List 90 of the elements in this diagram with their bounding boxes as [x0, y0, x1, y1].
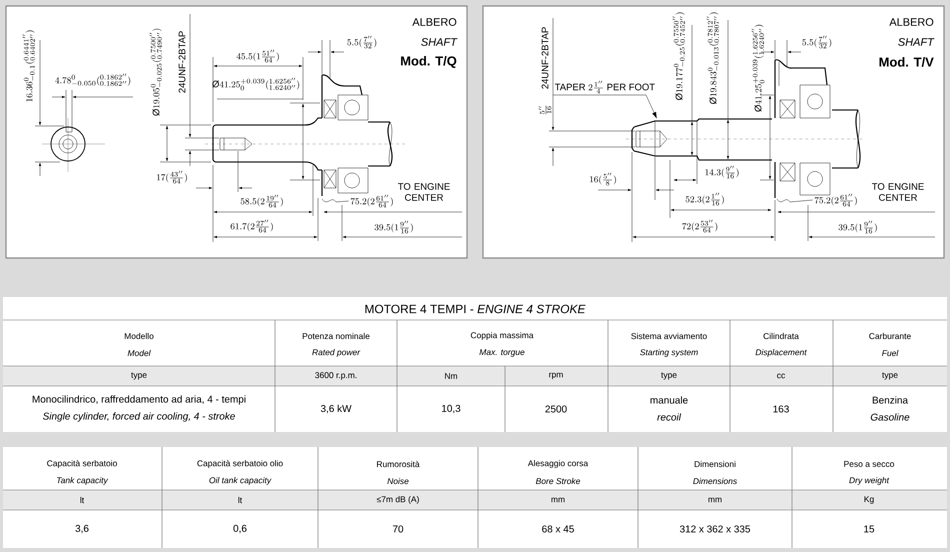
- table-value: 15: [864, 526, 874, 532]
- table-value: Benzina: [872, 396, 908, 404]
- dimension-label: $75.2(2\frac{61''}{64})$: [814, 194, 857, 206]
- table-header: Noise: [387, 478, 408, 484]
- table-header: Rated power: [312, 349, 360, 357]
- dimension-label: $75.2(2\frac{61''}{64})$: [350, 194, 393, 208]
- dimension-label: $\mbox{Ø}41.25^{+0.039}_{0}(^{1.6256''}_{1.6240''})$: [212, 78, 300, 90]
- table-header: Dry weight: [849, 477, 890, 485]
- table-value: 0,6: [233, 524, 246, 534]
- table-header: Potenza nominale: [302, 332, 370, 340]
- dimension-label: $39.5(1\frac{9''}{16})$: [374, 220, 413, 234]
- table-header: Sistema avviamento: [631, 332, 707, 340]
- table-header: Coppia massima: [470, 332, 534, 340]
- model-label: Mod. T/Q: [401, 56, 456, 68]
- dimension-label: $58.5(2\frac{19''}{64})$: [240, 194, 283, 208]
- table-header: Dimensioni: [694, 460, 736, 468]
- dimension-label: $14.3(\frac{9''}{16})$: [705, 166, 738, 178]
- table-unit: cc: [777, 374, 786, 378]
- table-header: Max. torgue: [480, 349, 524, 357]
- table-value: recoil: [657, 413, 682, 421]
- panel-heading: ALBERO: [889, 18, 934, 26]
- table-header: Capacità serbatoio olio: [197, 460, 283, 468]
- leader-line: [776, 198, 813, 202]
- dimension-label: $72(2\frac{53''}{64})$: [682, 220, 718, 232]
- table-title: MOTORE 4 TEMPI - ENGINE 4 STROKE: [365, 304, 586, 314]
- table-header: Starting system: [640, 349, 698, 357]
- table-value: Single cylinder, forced air cooling, 4 - stroke: [42, 412, 235, 422]
- table-unit: Kg: [864, 496, 874, 504]
- engine-center-note: TO ENGINE CENTER: [398, 183, 450, 201]
- dimension-label: $5.5(\frac{7''}{32})$: [347, 36, 376, 48]
- table-header: Carburante: [869, 332, 911, 340]
- dimension-label: $\frac{5''}{16}$: [538, 106, 552, 114]
- dimension-label: $52.3(2\frac{1''}{16})$: [686, 192, 724, 206]
- table-value: Monocilindrico, raffreddamento ad aria, 4 - tempi: [32, 395, 246, 405]
- table-unit: ≤7m dB (A): [376, 496, 419, 504]
- table-header: Displacement: [756, 349, 807, 357]
- table-unit: lt: [238, 496, 242, 504]
- dimension-label: $\mbox{Ø}19.05^{0}_{-0.025}(^{0.7500''}_{0.7490''})$: [150, 28, 162, 116]
- table-value: 3,6 kW: [320, 404, 352, 414]
- dimension-label: $\mbox{Ø}41.25^{+0.039}_{0}(^{1.6256''}_{1.6240''})$: [752, 24, 764, 112]
- table-value: 312 x 362 x 335: [680, 525, 750, 533]
- table-value: manuale: [650, 396, 688, 404]
- table-unit: mm: [708, 498, 722, 502]
- thread-label: 24UNF-2BTAP: [542, 27, 548, 89]
- table-unit: type: [882, 372, 898, 380]
- dimension-label: $5.5(\frac{7''}{32})$: [802, 36, 832, 48]
- table-header: Oil tank capacity: [209, 477, 272, 485]
- model-label: Mod. T/V: [880, 57, 934, 67]
- table-unit: 3600 r.p.m.: [315, 372, 356, 380]
- table-value: 70: [392, 525, 404, 533]
- leader-line: [552, 94, 657, 118]
- dimension-label: $\mbox{Ø}19.177^{0}_{-0.25}(^{0.7550''}_{0.7452''})$: [672, 12, 685, 100]
- table-unit: rpm: [549, 372, 563, 380]
- engine-center-note: TO ENGINE CENTER: [872, 183, 924, 201]
- thread-label: 24UNF-2BTAP: [178, 31, 186, 93]
- dimension-label: $\mbox{Ø}19.843^{0}_{-0.013}(^{0.7812''}_{0.7807''})$: [706, 12, 719, 104]
- dimension-label: $61.7(2\frac{27''}{64})$: [230, 220, 273, 232]
- table-header: Model: [128, 350, 151, 356]
- table-value: Gasoline: [870, 413, 910, 421]
- panel-heading: SHAFT: [898, 38, 934, 46]
- dimension-label: $\mbox{TAPER }2\frac{1''}{4}\mbox{ PER FOOT}$: [554, 80, 655, 94]
- table-value: 163: [773, 405, 789, 413]
- table-header: Modello: [124, 332, 154, 340]
- table-header: Capacità serbatoio: [47, 460, 117, 468]
- panel-heading: SHAFT: [421, 38, 458, 46]
- table-unit: mm: [552, 498, 564, 502]
- table-value: 2500: [545, 405, 567, 413]
- table-header: Alesaggio corsa: [528, 460, 588, 468]
- table-unit: type: [131, 372, 147, 380]
- table-value: 68 x 45: [542, 525, 574, 533]
- table-header: Fuel: [882, 350, 898, 356]
- table-header: Peso a secco: [844, 461, 894, 467]
- table-value: 10,3: [442, 404, 460, 414]
- dimension-label: $16(\frac{5''}{8})$: [590, 172, 616, 186]
- table-header: Cilindrata: [764, 332, 799, 340]
- table-value: 3,6: [75, 524, 88, 534]
- table-header: Dimensions: [693, 478, 737, 484]
- table-unit: Nm: [445, 373, 458, 379]
- dimension-label: $17(\frac{43''}{64})$: [157, 170, 187, 184]
- dimension-label: $45.5(1\frac{51''}{64})$: [236, 50, 279, 62]
- dimension-label: $16.36^{0}_{-0.1}(^{0.6441''}_{0.6402''})$: [22, 30, 35, 102]
- leader-line: [322, 198, 349, 202]
- table-header: Rumorosità: [377, 460, 420, 468]
- dimension-label: $4.78^{0}_{-0.050}(^{0.1862''}_{0.1862''})$: [55, 74, 130, 86]
- table-header: Tank capacity: [57, 477, 108, 485]
- panel-heading: ALBERO: [412, 18, 456, 26]
- table-header: Bore Stroke: [536, 478, 580, 484]
- table-unit: type: [661, 372, 677, 380]
- table-unit: lt: [80, 496, 84, 504]
- dimension-label: $39.5(1\frac{9''}{16})$: [838, 220, 877, 234]
